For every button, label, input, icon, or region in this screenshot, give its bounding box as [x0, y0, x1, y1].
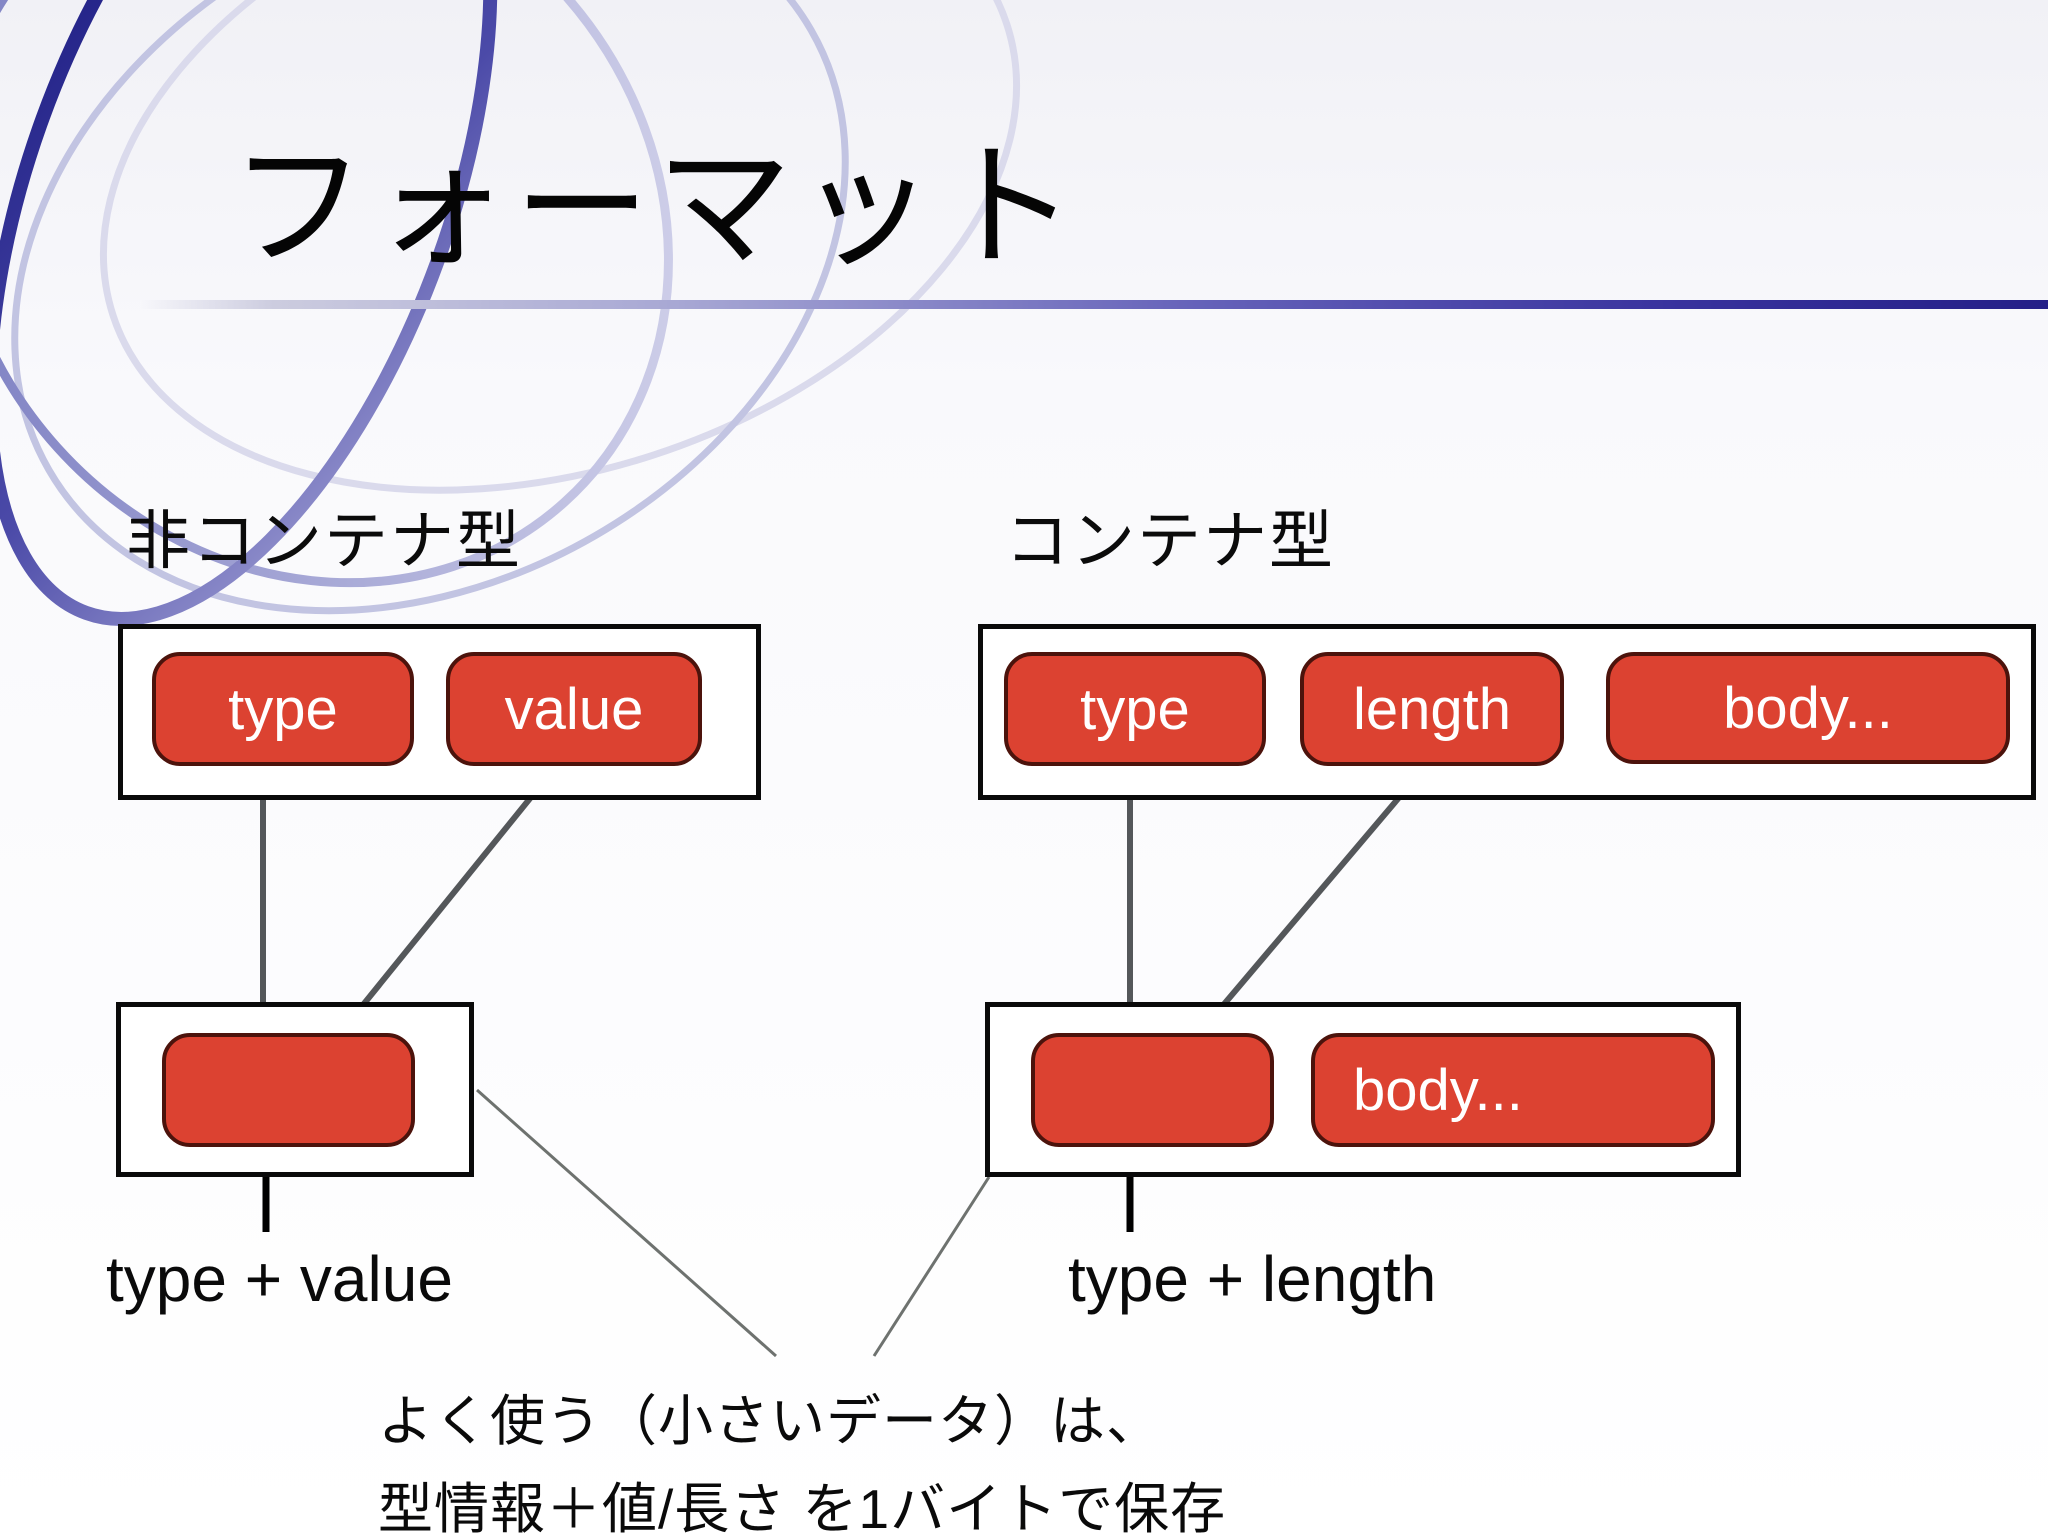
note-text-line-1: よく使う（小さいデータ）は、	[378, 1390, 1163, 1452]
cell-body: body...	[1606, 652, 2010, 764]
cell-length: length	[1300, 652, 1564, 766]
cell-merged-type-value	[162, 1033, 415, 1147]
cell-type: type	[1004, 652, 1266, 766]
note-callout-lines	[476, 1088, 991, 1358]
page-title: フォーマット	[230, 134, 1082, 284]
note-text-line-2: 型情報＋値/長さ を1バイトで保存	[378, 1478, 1227, 1536]
cell-type: type	[152, 652, 414, 766]
section-heading-noncontainer: 非コンテナ型	[126, 505, 522, 577]
cell-merged-type-length	[1031, 1033, 1274, 1147]
cell-body: body...	[1311, 1033, 1715, 1147]
section-heading-container: コンテナ型	[1005, 505, 1335, 577]
result-label-type-value: type + value	[106, 1243, 453, 1315]
cell-value: value	[446, 652, 702, 766]
result-label-type-length: type + length	[1068, 1243, 1437, 1315]
title-divider	[140, 300, 2048, 309]
decorative-swirl	[0, 0, 1021, 626]
